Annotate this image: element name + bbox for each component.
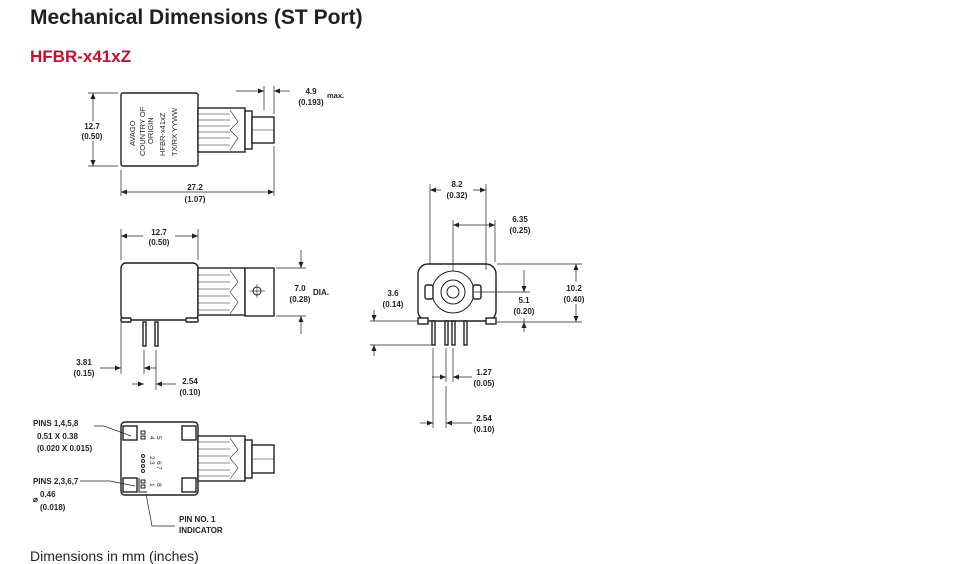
pin1-indicator-label-2: INDICATOR — [179, 526, 223, 535]
dim-height-inch: (0.50) — [82, 132, 103, 141]
dim-front-height-value: 10.2 — [566, 284, 582, 293]
side-view-pin-b — [154, 321, 159, 347]
pins-group1-size-inch: (0.020 X 0.015) — [37, 444, 92, 453]
pin-number-5: 5 — [155, 436, 162, 440]
marking-line-5: TX/RX YYWW — [170, 107, 179, 156]
pin-6 — [141, 464, 145, 468]
pin1-indicator-mark — [138, 478, 147, 493]
dim-pin-offset-value: 3.81 — [76, 358, 92, 367]
front-view-key-left — [424, 284, 434, 300]
front-view-pin-2 — [444, 320, 449, 346]
marking-line-4: HFBR-x41xZ — [158, 112, 167, 156]
pins-group2-dia-inch: (0.018) — [40, 503, 66, 512]
dim-front-width-inch: (0.32) — [447, 191, 468, 200]
front-view-foot-left — [417, 317, 429, 325]
dim-nose-value: 4.9 — [305, 87, 317, 96]
standoff-top-left — [122, 425, 138, 441]
pin-8 — [140, 484, 146, 489]
pin-3 — [141, 459, 145, 463]
dim-pin-spacing-inch: (0.10) — [180, 388, 201, 397]
pin-7 — [141, 469, 145, 473]
pins-group2-label: PINS 2,3,6,7 — [33, 477, 79, 486]
pin-2 — [141, 454, 145, 458]
dim-port-dia-note: DIA. — [313, 288, 329, 297]
units-footnote: Dimensions in mm (inches) — [30, 548, 199, 564]
page-title: Mechanical Dimensions (ST Port) — [30, 6, 363, 29]
top-view-fins — [198, 109, 239, 151]
dim-height-value: 12.7 — [84, 122, 100, 131]
front-view-port-ferrule — [446, 285, 460, 299]
bottom-view-fins — [198, 437, 239, 480]
dim-front-width-value: 8.2 — [451, 180, 463, 189]
dim-body-length-value: 12.7 — [151, 228, 167, 237]
top-view-marking: AVAGO COUNTRY OF ORIGIN HFBR-x41xZ TX/RX… — [128, 106, 179, 156]
bottom-view-flange — [244, 439, 253, 479]
dim-overall-length-value: 27.2 — [187, 183, 203, 192]
side-view-nose — [244, 267, 275, 317]
dim-optical-center-inch: (0.20) — [514, 307, 535, 316]
front-view-foot-right — [485, 317, 497, 325]
dim-front-height-inch: (0.40) — [564, 295, 585, 304]
front-view-pin-1 — [431, 320, 436, 346]
pin-number-3: 3 — [148, 461, 155, 465]
marking-line-3: ORIGIN — [146, 117, 155, 144]
top-view: AVAGO COUNTRY OF ORIGIN HFBR-x41xZ TX/RX… — [80, 86, 344, 204]
side-view-fins — [198, 269, 239, 315]
dim-nose-note: max. — [327, 91, 344, 100]
marking-line-1: AVAGO — [128, 120, 137, 146]
dim-pin-length-value: 3.6 — [387, 289, 399, 298]
front-view: 8.2 (0.32) 6.35 (0.25) 10.2 (0.40) 5.1 (… — [370, 179, 590, 434]
top-view-connector-neck — [197, 107, 246, 153]
bottom-view-connector-neck — [197, 435, 246, 482]
standoff-bottom-right — [181, 477, 197, 493]
dim-front-center-value: 6.35 — [512, 215, 528, 224]
dim-body-length-inch: (0.50) — [149, 238, 170, 247]
dim-nose-inch: (0.193) — [298, 98, 324, 107]
dim-pin-pitch-inch: (0.10) — [474, 425, 495, 434]
pins-group1-size: 0.51 X 0.38 — [37, 432, 78, 441]
pin-1 — [140, 479, 146, 484]
pin1-indicator-label-1: PIN NO. 1 — [179, 515, 216, 524]
pin-number-2: 2 — [148, 456, 155, 460]
dim-front-center-inch: (0.25) — [510, 226, 531, 235]
side-view-pin-a — [142, 321, 147, 347]
pin-number-8: 8 — [155, 483, 162, 487]
pins-group2-dia-symbol: ⌀ — [33, 495, 38, 504]
dim-pin-row-offset-value: 1.27 — [476, 368, 492, 377]
pin-number-4: 4 — [148, 436, 155, 440]
pin-number-7: 7 — [155, 466, 162, 470]
pins-group2-dia: 0.46 — [40, 490, 56, 499]
marking-line-2: COUNTRY OF — [138, 106, 147, 156]
dim-port-dia-inch: (0.28) — [290, 295, 311, 304]
dim-pin-row-offset-inch: (0.05) — [474, 379, 495, 388]
dim-overall-length-inch: (1.07) — [185, 195, 206, 204]
bottom-view: 4 5 2 3 6 7 1 8 PINS 1,4,5,8 0.51 X 0.38… — [33, 419, 275, 535]
pin-number-1: 1 — [148, 483, 155, 487]
side-view-housing — [120, 262, 199, 321]
side-view-connector-neck — [197, 267, 246, 316]
top-view-flange — [244, 110, 253, 150]
pin-number-6: 6 — [155, 461, 162, 465]
front-view-pin-3 — [451, 320, 456, 346]
front-view-port-ring — [440, 279, 466, 305]
dim-optical-center-value: 5.1 — [518, 296, 530, 305]
pin-4 — [140, 430, 146, 435]
side-view: 12.7 (0.50) 7.0 (0.28) DIA. 3.81 (0.15) … — [74, 227, 329, 397]
dim-pin-length-inch: (0.14) — [383, 300, 404, 309]
dim-port-dia-value: 7.0 — [294, 284, 306, 293]
front-view-pin-4 — [463, 320, 468, 346]
dim-pin-pitch-value: 2.54 — [476, 414, 492, 423]
dim-pin-spacing-value: 2.54 — [182, 377, 198, 386]
dim-pin-offset-inch: (0.15) — [74, 369, 95, 378]
standoff-top-right — [181, 425, 197, 441]
part-number-heading: HFBR-x41xZ — [30, 47, 132, 66]
pin-5 — [140, 435, 146, 440]
pins-group1-label: PINS 1,4,5,8 — [33, 419, 79, 428]
